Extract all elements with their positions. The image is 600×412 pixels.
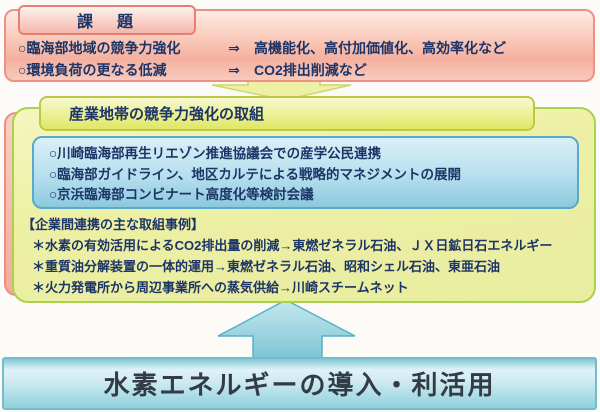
footer-banner: 水素エネルギーの導入・利活用 bbox=[2, 357, 597, 410]
footer-banner-label: 水素エネルギーの導入・利活用 bbox=[103, 370, 496, 400]
up-arrow-icon bbox=[217, 299, 356, 359]
issue-result: 高機能化、高付加価値化、高効率化など bbox=[254, 40, 506, 56]
initiatives-title: 産業地帯の競争力強化の取組 bbox=[69, 106, 265, 123]
issue-item: ○環境負荷の更なる低減 ⇒ CO2排出削減など bbox=[18, 59, 587, 81]
issue-list: ○臨海部地域の競争力強化 ⇒ 高機能化、高付加価値化、高効率化など ○環境負荷の… bbox=[18, 37, 587, 81]
issue-title: 課 題 bbox=[76, 14, 137, 31]
initiatives-panel: 産業地帯の競争力強化の取組 ○川崎臨海部再生リエゾン推進協議会での産学公民連携 … bbox=[12, 96, 596, 303]
cases-block: 【企業間連携の主な取組事例】 ＊水素の有効活用によるCO2排出量の削減→東燃ゼネ… bbox=[22, 214, 588, 298]
case-item: ＊水素の有効活用によるCO2排出量の削減→東燃ゼネラル石油、ＪＸ日鉱日石エネルギ… bbox=[32, 238, 553, 253]
issue-item: ○臨海部地域の競争力強化 ⇒ 高機能化、高付加価値化、高効率化など bbox=[18, 37, 587, 59]
initiatives-header: 産業地帯の競争力強化の取組 bbox=[39, 96, 535, 131]
double-arrow-icon: ⇒ bbox=[228, 40, 240, 56]
council-item: ○臨海部ガイドライン、地区カルテによる戦略的マネジメントの展開 bbox=[49, 166, 461, 182]
issue-title-tab: 課 題 bbox=[18, 5, 196, 35]
cases-heading: 【企業間連携の主な取組事例】 bbox=[22, 217, 205, 232]
issue-result: CO2排出削減など bbox=[254, 62, 367, 78]
case-item: ＊重質油分解装置の一体的運用→東燃ゼネラル石油、昭和シェル石油、東亜石油 bbox=[32, 259, 501, 274]
council-box: ○川崎臨海部再生リエゾン推進協議会での産学公民連携 ○臨海部ガイドライン、地区カ… bbox=[32, 136, 579, 209]
issue-label: ○臨海部地域の競争力強化 bbox=[18, 40, 181, 56]
double-arrow-icon: ⇒ bbox=[228, 62, 240, 78]
council-item: ○川崎臨海部再生リエゾン推進協議会での産学公民連携 bbox=[49, 146, 382, 161]
issue-label: ○環境負荷の更なる低減 bbox=[18, 62, 167, 78]
council-item: ○京浜臨海部コンビナート高度化等検討会議 bbox=[49, 187, 314, 202]
issue-panel: 課 題 ○臨海部地域の競争力強化 ⇒ 高機能化、高付加価値化、高効率化など ○環… bbox=[4, 5, 595, 82]
case-item: ＊火力発電所から周辺事業所への蒸気供給→川崎スチームネット bbox=[32, 280, 409, 295]
